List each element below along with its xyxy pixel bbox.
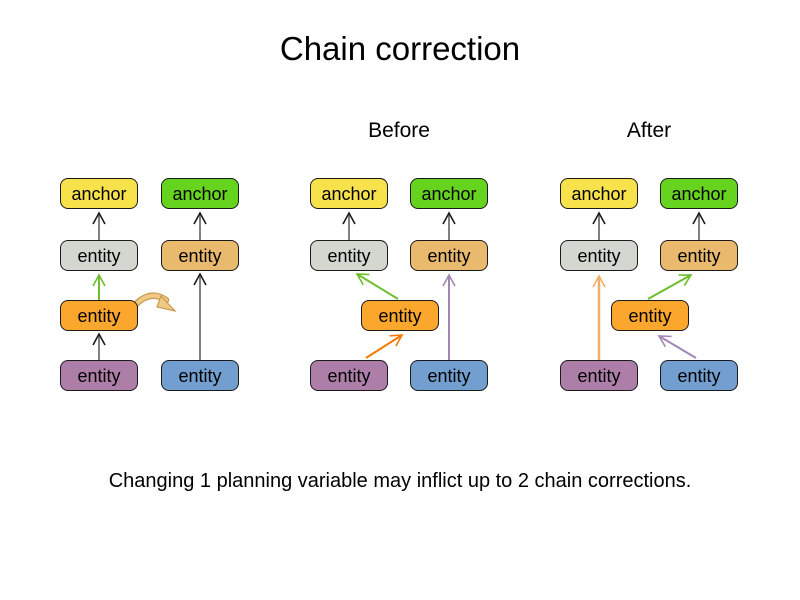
g1-entity-blue: entity [161,360,239,391]
g3-entity-orange: entity [611,300,689,331]
arrow-g3-blue-to-orange [657,335,697,359]
g1-entity-tan: entity [161,240,239,271]
g2-anchor-yellow: anchor [310,178,388,209]
g2-entity-tan: entity [410,240,488,271]
g1-entity-gray: entity [60,240,138,271]
g2-entity-purple: entity [310,360,388,391]
caption-text: Changing 1 planning variable may inflict… [108,470,692,492]
move-arrow [132,293,168,308]
arrow-g2-purple-to-orange [365,334,404,359]
g1-entity-purple: entity [60,360,138,391]
g2-anchor-green: anchor [410,178,488,209]
arrow-g3-orange-to-tan [647,274,693,300]
g3-entity-tan: entity [660,240,738,271]
before-label: Before [368,119,430,142]
g3-anchor-green: anchor [660,178,738,209]
arrow-g2-orange-to-gray [355,273,399,300]
move-arrow-outline [130,292,170,310]
page-title: Chain correction [279,30,521,67]
g2-entity-blue: entity [410,360,488,391]
g3-entity-purple: entity [560,360,638,391]
g2-entity-gray: entity [310,240,388,271]
g3-entity-blue: entity [660,360,738,391]
g1-entity-orange: entity [60,300,138,331]
move-arrow-head [156,294,177,313]
after-label: After [626,119,672,142]
g1-anchor-yellow: anchor [60,178,138,209]
g3-anchor-yellow: anchor [560,178,638,209]
g3-entity-gray: entity [560,240,638,271]
g2-entity-orange: entity [361,300,439,331]
g1-anchor-green: anchor [161,178,239,209]
